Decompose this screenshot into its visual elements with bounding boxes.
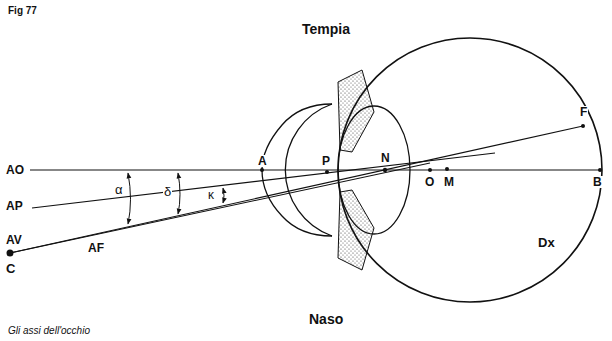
- point-label: O: [424, 176, 435, 188]
- axis-label: AV: [6, 234, 22, 246]
- optical-axis: [30, 169, 602, 170]
- point-p: [325, 170, 329, 174]
- angle-label: κ: [207, 189, 215, 201]
- figure-caption: Gli assi dell'occhio: [8, 326, 90, 336]
- region-label: Naso: [309, 312, 343, 326]
- side-label: Dx: [538, 236, 555, 249]
- point-label: A: [257, 155, 268, 167]
- axis-label: AO: [6, 164, 24, 176]
- angle-label: α: [114, 183, 124, 196]
- point-n: [383, 168, 387, 172]
- axis-label: AP: [6, 200, 23, 212]
- angle-alpha: [128, 173, 131, 224]
- angle-delta: [178, 173, 180, 214]
- point-label: M: [443, 176, 455, 188]
- region-label: Tempia: [302, 22, 350, 36]
- point-label: C: [6, 262, 15, 275]
- point-m: [445, 167, 449, 171]
- iris-upper: [338, 70, 374, 152]
- point-a: [260, 168, 264, 172]
- point-b: [598, 168, 602, 172]
- angle-label: δ: [163, 185, 172, 198]
- point-label: P: [321, 155, 331, 167]
- visual-axis: [10, 126, 583, 253]
- point-label: B: [592, 176, 603, 188]
- fixation-axis: [10, 163, 430, 253]
- point-f: [581, 124, 585, 128]
- angle-kappa: [223, 188, 224, 203]
- figure-number: Fig 77: [8, 6, 37, 16]
- point-label: N: [380, 152, 391, 164]
- axis-label: AF: [88, 242, 104, 254]
- point-c: [7, 250, 14, 257]
- point-o: [428, 168, 432, 172]
- point-label: F: [579, 106, 588, 118]
